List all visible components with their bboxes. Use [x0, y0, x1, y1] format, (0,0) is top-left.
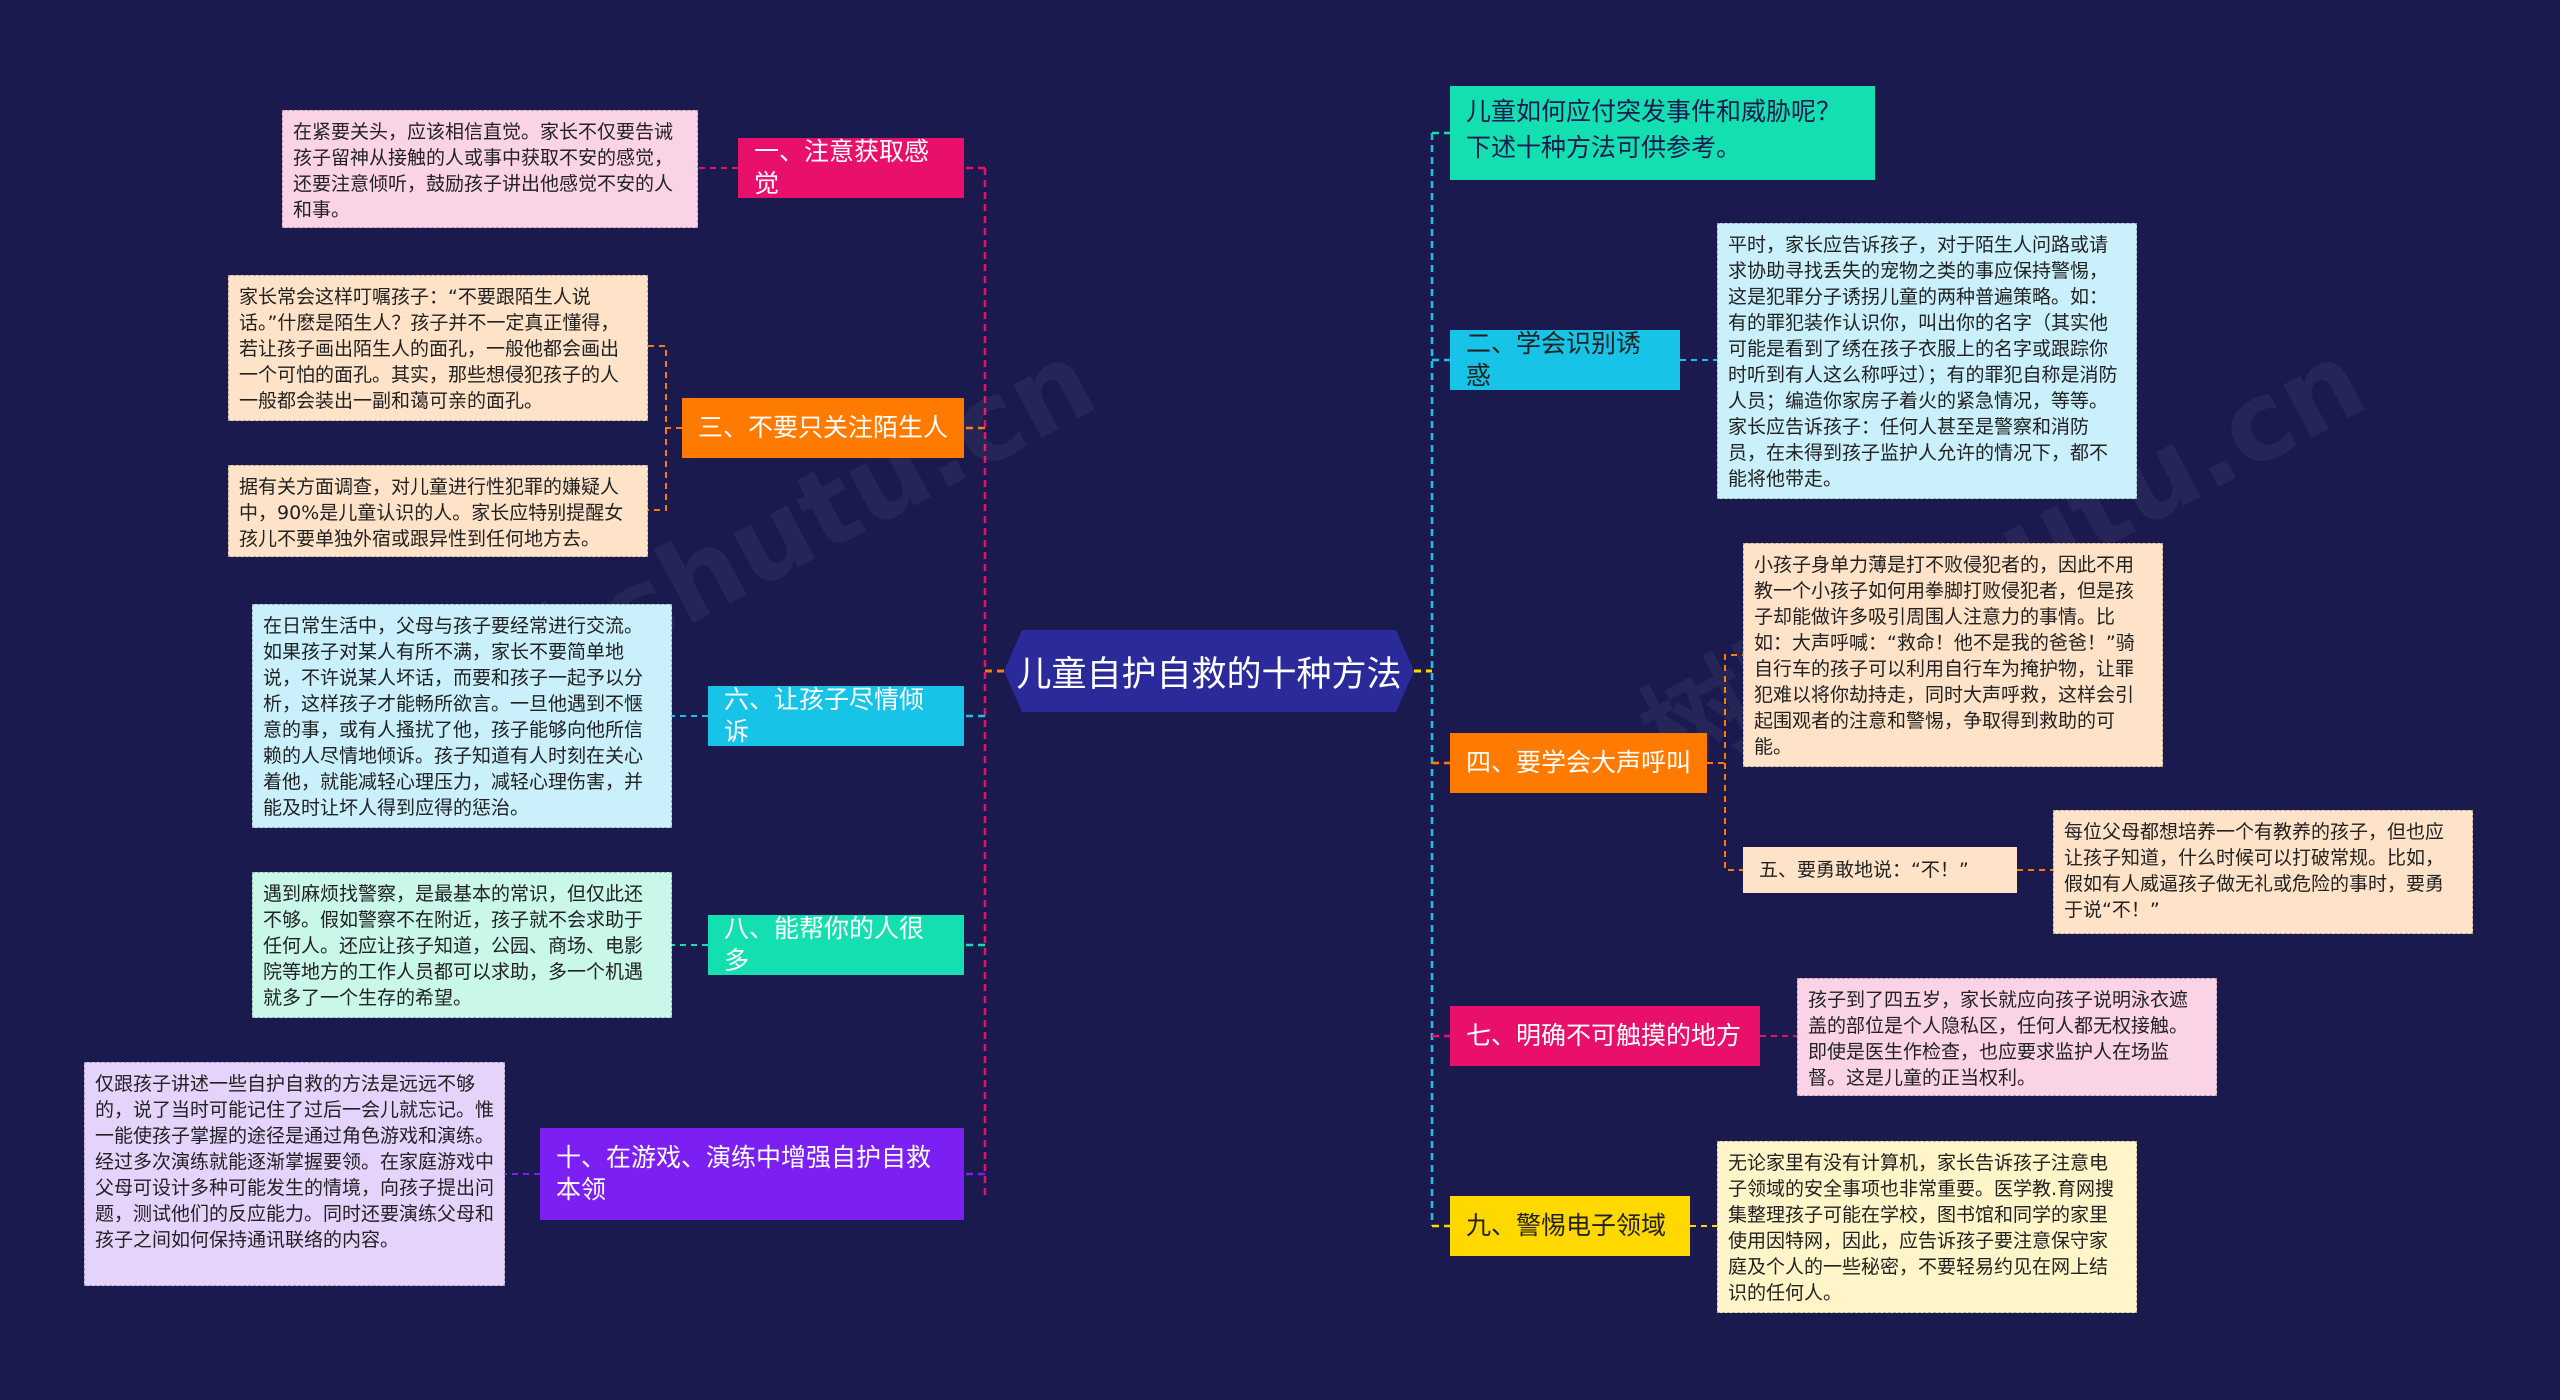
note-1: 在紧要关头，应该相信直觉。家长不仅要告诫孩子留神从接触的人或事中获取不安的感觉，… — [282, 110, 698, 228]
intro-note[interactable]: 儿童如何应付突发事件和威胁呢？下述十种方法可供参考。 — [1450, 86, 1875, 180]
branch-10[interactable]: 十、在游戏、演练中增强自护自救本领 — [540, 1128, 964, 1220]
note-3a: 家长常会这样叮嘱孩子：“不要跟陌生人说话。”什麽是陌生人？孩子并不一定真正懂得，… — [228, 275, 648, 421]
branch-7[interactable]: 七、明确不可触摸的地方 — [1450, 1006, 1760, 1066]
central-topic[interactable]: 儿童自护自救的十种方法 — [1004, 630, 1414, 712]
note-7: 孩子到了四五岁，家长就应向孩子说明泳衣遮盖的部位是个人隐私区，任何人都无权接触。… — [1797, 978, 2217, 1096]
note-8: 遇到麻烦找警察，是最基本的常识，但仅此还不够。假如警察不在附近，孩子就不会求助于… — [252, 872, 672, 1018]
connector — [1707, 654, 1743, 871]
note-2: 平时，家长应告诉孩子，对于陌生人问路或请求协助寻找丢失的宠物之类的事应保持警惕，… — [1717, 223, 2137, 499]
branch-4[interactable]: 四、要学会大声呼叫 — [1450, 733, 1707, 793]
note-4: 小孩子身单力薄是打不败侵犯者的，因此不用教一个小孩子如何用拳脚打败侵犯者，但是孩… — [1743, 543, 2163, 767]
branch-2[interactable]: 二、学会识别诱惑 — [1450, 329, 1680, 390]
sub-branch-5[interactable]: 五、要勇敢地说：“不！” — [1743, 847, 2017, 893]
connector — [648, 345, 682, 511]
note-5: 每位父母都想培养一个有教养的孩子，但也应让孩子知道，什么时候可以打破常规。比如，… — [2053, 810, 2473, 934]
note-10: 仅跟孩子讲述一些自护自救的方法是远远不够的，说了当时可能记住了过后一会儿就忘记。… — [84, 1062, 505, 1286]
branch-1[interactable]: 一、注意获取感觉 — [738, 137, 964, 198]
branch-8[interactable]: 八、能帮你的人很多 — [708, 914, 964, 975]
branch-3[interactable]: 三、不要只关注陌生人 — [682, 398, 964, 458]
note-3b: 据有关方面调查，对儿童进行性犯罪的嫌疑人中，90%是儿童认识的人。家长应特别提醒… — [228, 465, 648, 557]
note-6: 在日常生活中，父母与孩子要经常进行交流。如果孩子对某人有所不满，家长不要简单地说… — [252, 604, 672, 828]
branch-9[interactable]: 九、警惕电子领域 — [1450, 1196, 1690, 1256]
note-9: 无论家里有没有计算机，家长告诉孩子注意电子领域的安全事项也非常重要。医学教.育网… — [1717, 1141, 2137, 1313]
branch-6[interactable]: 六、让孩子尽情倾诉 — [708, 685, 964, 746]
